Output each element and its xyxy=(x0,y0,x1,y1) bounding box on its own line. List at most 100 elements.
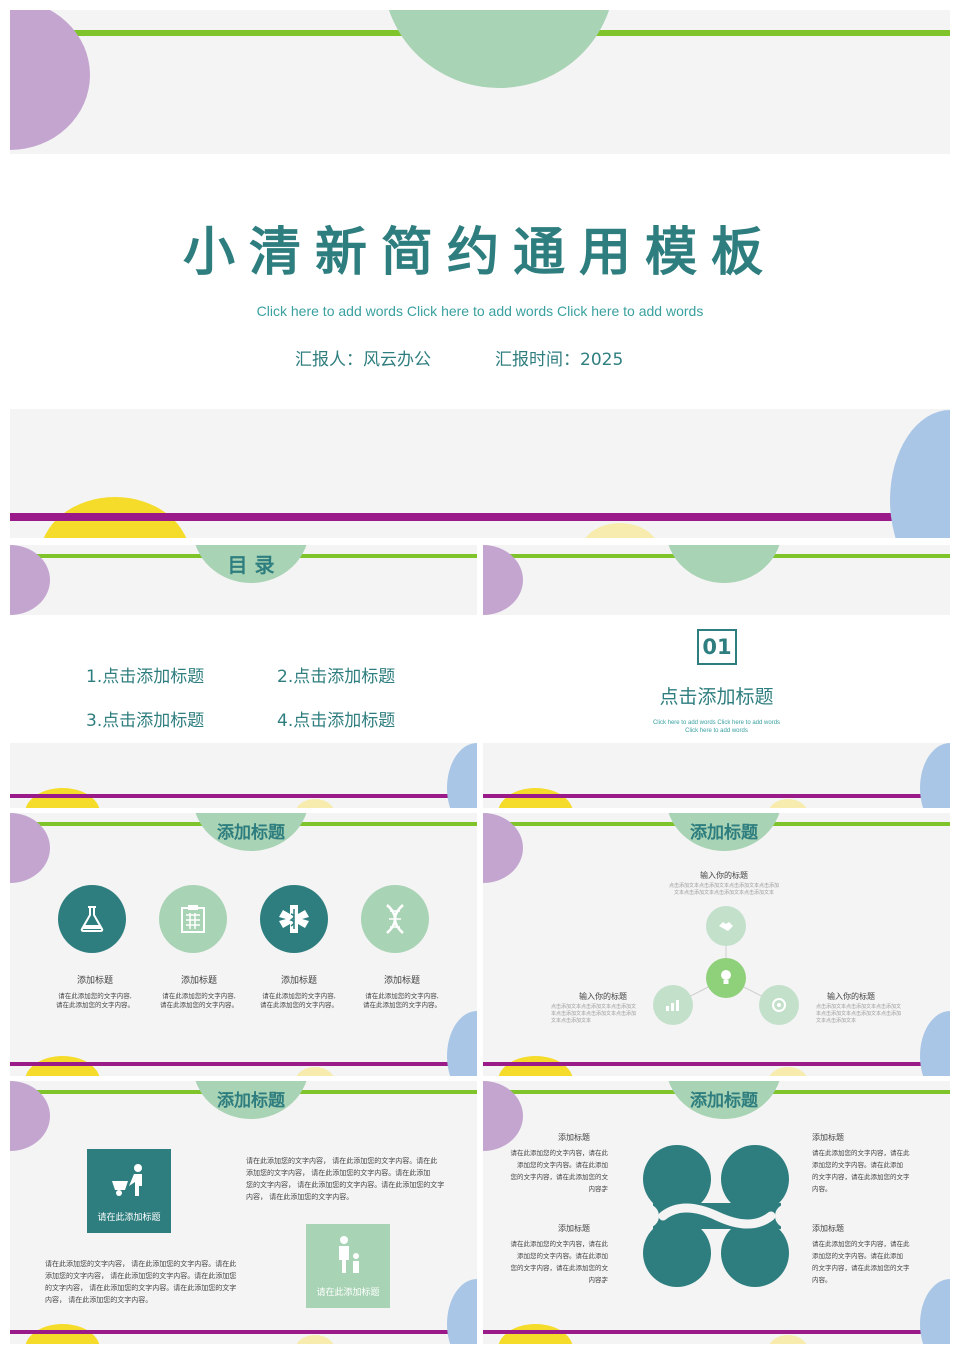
shape-block-1-line3: 您的文字内容，请在此添加您的文字 xyxy=(510,1173,609,1193)
shape-block-title-2: 添加标题 xyxy=(558,1224,590,1233)
icon-text-4a: 请在此添加您的文字内容, xyxy=(365,992,439,1000)
pale-yellow-circle xyxy=(295,1335,335,1344)
shape-block-4-line1: 请在此添加您的文字内容，请在此 xyxy=(812,1240,910,1248)
icon-text-2b: 请在此添加您的文字内容。 xyxy=(160,1001,238,1009)
icon-text-1a: 请在此添加您的文字内容, xyxy=(58,992,132,1000)
shape-block-title-1: 添加标题 xyxy=(558,1133,590,1142)
yellow-circle xyxy=(25,788,100,808)
diagram-right-title: 输入你的标题 xyxy=(827,992,875,1001)
shape-block-4-line3: 的文字内容，请在此添加您的文字 xyxy=(812,1264,910,1272)
cover-slide: 小清新简约通用模板 Click here to add words Click … xyxy=(10,10,950,538)
icon-title-1: 添加标题 xyxy=(76,976,113,986)
shape-block-3-line3: 的文字内容，请在此添加您的文字 xyxy=(812,1173,910,1181)
shape-block-title-4: 添加标题 xyxy=(812,1224,844,1233)
paragraph-left-4: 内容， 请在此添加您的文字内容。 xyxy=(45,1296,153,1304)
paragraph-left-1: 请在此添加您的文字内容， 请在此添加您的文字内容。请在此 xyxy=(45,1260,237,1268)
icon-text-3b: 请在此添加您的文字内容。 xyxy=(260,1001,338,1009)
mint-semicircle xyxy=(666,545,782,583)
pale-yellow-circle xyxy=(768,799,808,808)
node-right xyxy=(759,985,799,1025)
shape-block-2-line4: 内容。 xyxy=(588,1276,609,1284)
flask-icon xyxy=(80,906,104,932)
shape-block-3-line2: 添加您的文字内容。请在此添加 xyxy=(812,1161,903,1169)
yellow-circle xyxy=(498,1324,573,1344)
cover-title: 小清新简约通用模板 xyxy=(182,223,777,283)
pale-yellow-circle xyxy=(768,1335,808,1344)
medical-icon xyxy=(279,905,309,933)
diagram-right-text: 点击添加文本点击添加文本点击添加文本点击添加文本点击添加文本点击添加文本点击添加… xyxy=(816,1004,902,1024)
paragraph-left-2: 添加您的文字内容， 请在此添加您的文字内容。请在此添加您 xyxy=(45,1272,237,1280)
shape-block-4-line4: 内容。 xyxy=(812,1276,832,1284)
text-boxes-slide: 添加标题 请在此添加标题 请在此添加标题 请在此添加您的文字内容， 请在此添加您… xyxy=(10,1081,477,1344)
blue-circle xyxy=(447,1279,477,1344)
pale-yellow-circle xyxy=(580,523,660,538)
icon-text-2a: 请在此添加您的文字内容, xyxy=(162,992,236,1000)
shape-block-2-line2: 添加您的文字内容。请在此添加 xyxy=(517,1252,608,1260)
shape-block-2-line3: 您的文字内容，请在此添加您的文字 xyxy=(510,1264,609,1284)
toc-item-1[interactable]: 1.点击添加标题 xyxy=(86,667,205,687)
mint-box: 请在此添加标题 xyxy=(306,1224,390,1308)
magenta-stripe xyxy=(10,513,950,521)
blue-circle xyxy=(447,743,477,808)
icon-text-3a: 请在此添加您的文字内容, xyxy=(262,992,336,1000)
mint-box-label: 请在此添加标题 xyxy=(316,1288,380,1298)
parent-child-icon xyxy=(339,1236,359,1273)
slide-header: 添加标题 xyxy=(217,1091,285,1111)
lightbulb-icon xyxy=(721,970,731,984)
paragraph-left-3: 的文字内容， 请在此添加您的文字内容。请在此添加您的文字 xyxy=(45,1284,237,1292)
icon-circle-2 xyxy=(159,885,227,953)
four-circle-shape xyxy=(635,1145,799,1287)
cover-subtitle: Click here to add words Click here to ad… xyxy=(256,303,704,319)
blue-circle xyxy=(920,1279,950,1344)
yellow-circle xyxy=(498,1056,573,1076)
mint-semicircle xyxy=(383,10,615,88)
shape-block-1-line2: 添加您的文字内容。请在此添加 xyxy=(517,1161,608,1169)
icon-title-4: 添加标题 xyxy=(383,976,420,986)
shape-block-title-3: 添加标题 xyxy=(812,1133,844,1142)
yellow-circle xyxy=(498,788,573,808)
node-center xyxy=(706,958,746,998)
diagram-left-title: 输入你的标题 xyxy=(579,992,627,1001)
white-band xyxy=(10,615,477,743)
icon-title-2: 添加标题 xyxy=(180,976,217,986)
yellow-circle xyxy=(25,1324,100,1344)
pale-yellow-circle xyxy=(768,1067,808,1076)
yellow-circle xyxy=(25,1056,100,1076)
magenta-stripe xyxy=(483,794,950,798)
target-icon xyxy=(772,998,786,1012)
icon-text-4b: 请在此添加您的文字内容。 xyxy=(363,1001,441,1009)
section-title: 点击添加标题 xyxy=(659,686,774,708)
slide-header: 添加标题 xyxy=(217,823,285,843)
section-number: 01 xyxy=(702,635,732,659)
paragraph-right-3: 您的文字内容， 请在此添加您的文字内容。请在此添加您的文字 xyxy=(246,1181,445,1189)
paragraph-right-1: 请在此添加您的文字内容， 请在此添加您的文字内容。请在此 xyxy=(246,1157,438,1165)
handshake-icon xyxy=(719,922,733,931)
blue-circle xyxy=(447,1011,477,1076)
magenta-stripe xyxy=(483,1062,950,1066)
chart-icon xyxy=(666,1000,679,1011)
diagram-top-title: 输入你的标题 xyxy=(700,871,748,880)
white-band xyxy=(483,615,950,743)
toc-item-2[interactable]: 2.点击添加标题 xyxy=(277,667,396,687)
slide-header: 添加标题 xyxy=(690,1091,758,1111)
diagram-slide: 添加标题 输入你的标题 点击添加文本点击添加文本点击添加文本点击添加文本点击添加… xyxy=(483,813,950,1076)
cover-reporter: 汇报人：风云办公 xyxy=(295,350,431,370)
diagram-top-text: 点击添加文本点击添加文本点击添加文本点击添加文本点击添加文本点击添加文本点击添加… xyxy=(669,883,780,896)
toc-item-3[interactable]: 3.点击添加标题 xyxy=(86,711,205,731)
shape-block-1-line1: 请在此添加您的文字内容，请在此 xyxy=(510,1149,609,1157)
wheelbarrow-icon xyxy=(112,1164,142,1196)
paragraph-right-4: 内容， 请在此添加您的文字内容。 xyxy=(246,1193,354,1201)
toc-item-4[interactable]: 4.点击添加标题 xyxy=(277,711,396,731)
blue-circle xyxy=(890,410,950,538)
diagram-connectors xyxy=(672,925,780,1006)
shape-slide: 添加标题 添加标题 请在此添加您的文字内容，请在此 添加您的文字内容。请在此添加… xyxy=(483,1081,950,1344)
teal-box-label: 请在此添加标题 xyxy=(97,1213,161,1223)
cover-time: 汇报时间：2025 xyxy=(495,350,624,370)
icon-text-1b: 请在此添加您的文字内容。 xyxy=(56,1001,134,1009)
shape-block-2-line1: 请在此添加您的文字内容，请在此 xyxy=(510,1240,609,1248)
icon-circle-1 xyxy=(58,885,126,953)
dna-icon xyxy=(386,904,404,934)
section-desc-1: Click here to add words Click here to ad… xyxy=(652,720,781,726)
shape-block-1-line4: 内容。 xyxy=(588,1185,609,1193)
icon-circle-4 xyxy=(361,885,429,953)
